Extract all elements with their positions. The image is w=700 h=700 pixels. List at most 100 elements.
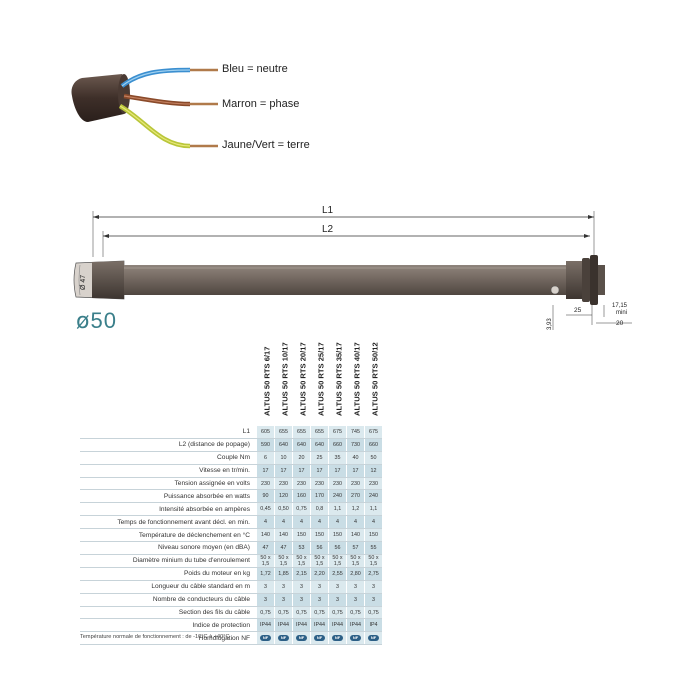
table-cell: 0,8 <box>310 502 329 517</box>
table-cell: 35 <box>328 451 347 465</box>
nf-badge: NF <box>350 635 361 642</box>
table-cell: 3 <box>346 580 365 594</box>
yellow-green-wire <box>118 104 191 149</box>
table-cell: IP44 <box>310 618 329 633</box>
table-cell: 47 <box>256 541 275 555</box>
table-cell: 140 <box>256 528 275 543</box>
row-label: Intensité absorbée en ampères <box>80 502 257 517</box>
table-cell: 150 <box>364 528 382 543</box>
table-cell: 3 <box>310 580 329 594</box>
row-label: Homologation NF <box>80 631 257 646</box>
table-cell: 53 <box>292 541 311 555</box>
cable-illustration <box>71 67 218 149</box>
table-cell: NF <box>364 631 382 646</box>
table-cell: 230 <box>310 477 329 491</box>
table-cell: 640 <box>274 438 293 452</box>
table-cell: 0,75 <box>292 502 311 517</box>
table-cell: 640 <box>310 438 329 452</box>
table-cell: 230 <box>328 477 347 491</box>
dimension-20: 20 <box>616 320 624 327</box>
model-header: ALTUS 50 RTS 20/17 <box>298 342 307 416</box>
table-cell: 17 <box>274 464 293 478</box>
table-cell: 10 <box>274 451 293 465</box>
table-cell: 2,80 <box>346 567 365 581</box>
nf-badge: NF <box>296 635 307 642</box>
table-cell: 20 <box>292 451 311 465</box>
table-cell: 2,15 <box>292 567 311 581</box>
table-cell: 1,72 <box>256 567 275 581</box>
table-cell: 3 <box>328 593 347 607</box>
table-cell: 1,1 <box>364 502 382 517</box>
table-cell: 230 <box>256 477 275 491</box>
table-cell: 0,75 <box>274 606 293 620</box>
table-cell: 3 <box>256 580 275 594</box>
table-cell: 50 x 1,5 <box>256 554 275 568</box>
table-cell: 230 <box>346 477 365 491</box>
dimension-l2: L2 <box>322 224 334 235</box>
table-cell: 1,85 <box>274 567 293 581</box>
table-cell: 150 <box>328 528 347 543</box>
row-label: Tension assignée en volts <box>80 477 257 491</box>
table-cell: 230 <box>292 477 311 491</box>
motor-drawing <box>73 211 632 330</box>
row-label: Température de déclenchement en °C <box>80 528 257 543</box>
table-cell: 160 <box>292 489 311 504</box>
table-cell: 47 <box>274 541 293 555</box>
model-header: ALTUS 50 RTS 40/17 <box>352 342 361 416</box>
table-cell: 50 x 1,5 <box>364 554 382 568</box>
table-cell: NF <box>274 631 293 646</box>
table-cell: 230 <box>274 477 293 491</box>
table-cell: 240 <box>364 489 382 504</box>
table-cell: 4 <box>364 515 382 530</box>
table-cell: 0,45 <box>256 502 275 517</box>
row-label: Indice de protection <box>80 618 257 633</box>
table-cell: 50 x 1,5 <box>292 554 311 568</box>
table-cell: NF <box>310 631 329 646</box>
footnote: Température normale de fonctionnement : … <box>80 634 230 640</box>
table-cell: 4 <box>346 515 365 530</box>
table-cell: 56 <box>310 541 329 555</box>
wire-label-blue: Bleu = neutre <box>222 63 288 75</box>
table-cell: 675 <box>364 426 382 439</box>
table-cell: 140 <box>274 528 293 543</box>
table-cell: 6 <box>256 451 275 465</box>
table-cell: 50 x 1,5 <box>274 554 293 568</box>
table-cell: 17 <box>310 464 329 478</box>
row-label: Longueur du câble standard en m <box>80 580 257 594</box>
table-cell: NF <box>292 631 311 646</box>
row-label: Diamètre minium du tube d'enroulement <box>80 554 257 568</box>
table-cell: 4 <box>256 515 275 530</box>
table-cell: IP44 <box>274 618 293 633</box>
nf-badge: NF <box>332 635 343 642</box>
table-cell: 120 <box>274 489 293 504</box>
table-cell: 4 <box>274 515 293 530</box>
model-header: ALTUS 50 RTS 50/12 <box>370 342 379 416</box>
nf-badge: NF <box>260 635 271 642</box>
table-cell: 0,75 <box>364 606 382 620</box>
table-cell: 660 <box>328 438 347 452</box>
model-header: ALTUS 50 RTS 10/17 <box>280 342 289 416</box>
table-cell: 3 <box>364 580 382 594</box>
diameter-value: 50 <box>90 308 117 333</box>
dimension-17-15: 17,15 <box>612 303 628 309</box>
model-header: ALTUS 50 RTS 6/17 <box>262 346 271 417</box>
table-cell: 240 <box>328 489 347 504</box>
table-cell: 25 <box>310 451 329 465</box>
row-label: Section des fils du câble <box>80 606 257 620</box>
table-cell: 17 <box>346 464 365 478</box>
table-cell: 2,75 <box>364 567 382 581</box>
row-label: L1 <box>80 426 257 439</box>
table-cell: 150 <box>292 528 311 543</box>
table-cell: 270 <box>346 489 365 504</box>
model-header: ALTUS 50 RTS 25/17 <box>316 342 325 416</box>
table-cell: 0,75 <box>292 606 311 620</box>
